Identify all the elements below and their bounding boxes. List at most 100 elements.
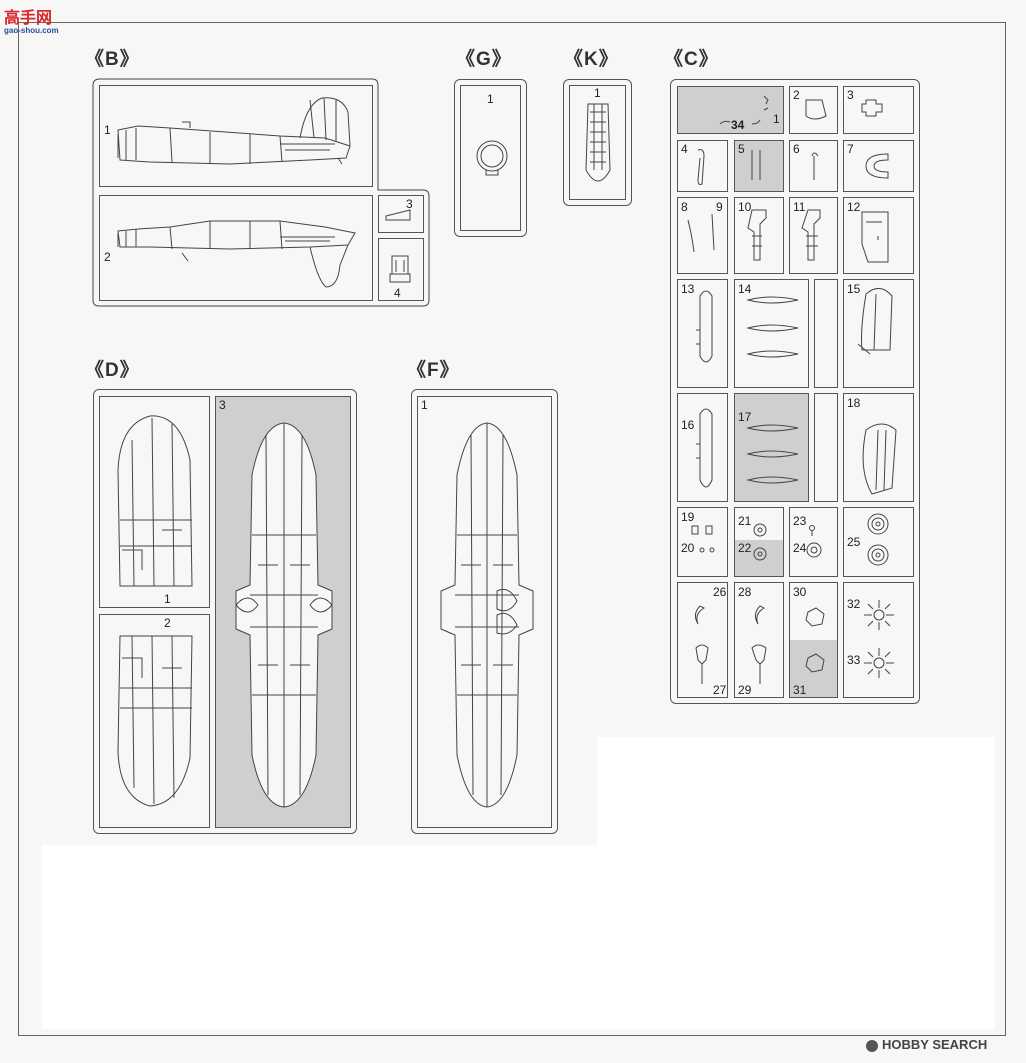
- part-c18-cell: [843, 393, 914, 502]
- page-border: [18, 22, 1006, 1036]
- part-c5-label: 5: [738, 142, 745, 156]
- part-c13-label: 13: [681, 282, 695, 296]
- part-c6-label: 6: [793, 142, 800, 156]
- part-c8-label: 8: [681, 200, 688, 214]
- blank-area-left: [42, 845, 602, 1029]
- part-c13-cell: [677, 279, 728, 388]
- fuselage-left-half-drawing: [117, 97, 351, 165]
- part-g1-cell: [460, 85, 521, 231]
- group-d-title: 《D》: [85, 360, 140, 381]
- part-c3-cell: [843, 86, 914, 134]
- part-b4-cell: [378, 238, 424, 301]
- group-k-title: 《K》: [564, 49, 619, 70]
- part-c29-label: 29: [738, 683, 752, 697]
- part-c21-label: 21: [738, 514, 752, 528]
- part-b2-cell: [99, 195, 373, 301]
- part-d2-label: 2: [164, 616, 171, 630]
- runner-f-frame: [411, 389, 558, 834]
- part-c30-label: 30: [793, 585, 807, 599]
- wing-lower-drawing: [235, 422, 333, 808]
- part-c14-label: 14: [738, 282, 752, 296]
- part-d1-label: 1: [164, 592, 171, 606]
- part-c33-label: 33: [847, 653, 861, 667]
- part-c2-cell: [789, 86, 838, 134]
- wing-upper-right-drawing: [117, 635, 193, 807]
- part-k1-drawing: [585, 103, 611, 182]
- part-c5-cell: [734, 140, 784, 192]
- part-b3-cell: [378, 195, 424, 233]
- part-c34-label: 34: [731, 118, 745, 132]
- blank-area-right: [597, 737, 995, 1029]
- part-c7-cell: [843, 140, 914, 192]
- part-c17-label: 17: [738, 410, 752, 424]
- runner-k-frame: [563, 79, 632, 206]
- part-c22-label: 22: [738, 541, 752, 555]
- part-g1-label: 1: [487, 92, 494, 106]
- part-c26-label: 26: [713, 585, 727, 599]
- part-c1-cell: [677, 86, 784, 134]
- part-b3-drawing: [385, 209, 411, 221]
- part-c31-label: 31: [793, 683, 807, 697]
- part-c2-label: 2: [793, 88, 800, 102]
- part-c24-label: 24: [793, 541, 807, 555]
- engine-c33-drawing: [864, 648, 894, 678]
- group-b-title: 《B》: [85, 49, 140, 70]
- part-b1-label: 1: [104, 123, 111, 137]
- part-c12-label: 12: [847, 200, 861, 214]
- part-b1-cell: [99, 85, 373, 187]
- part-c25-label: 25: [847, 535, 861, 549]
- part-c19-label: 19: [681, 510, 695, 524]
- part-c32-label: 32: [847, 597, 861, 611]
- part-b2-label: 2: [104, 250, 111, 264]
- part-c18-label: 18: [847, 396, 861, 410]
- part-c8-9-cell: [677, 197, 728, 274]
- part-g1-drawing: [476, 140, 508, 176]
- part-f1-label: 1: [421, 398, 428, 412]
- part-d3-label: 3: [219, 398, 226, 412]
- engine-c32-drawing: [864, 600, 894, 630]
- watermark-url: gao-shou.com: [4, 26, 59, 35]
- part-c10-label: 10: [738, 200, 752, 214]
- part-c17-cell: [734, 393, 809, 502]
- part-c27-label: 27: [713, 683, 727, 697]
- wing-upper-center-drawing: [440, 422, 534, 808]
- part-c22-gray: [735, 540, 783, 576]
- part-c19-20-cell: [677, 507, 728, 577]
- hobby-search-icon: [866, 1039, 878, 1052]
- spacer-cell-1: [814, 279, 838, 388]
- fuselage-right-half-drawing: [117, 220, 356, 288]
- watermark-logo: 高手网 gao-shou.com: [4, 4, 74, 40]
- part-c4-label: 4: [681, 142, 688, 156]
- part-c1-label: 1: [773, 112, 780, 126]
- part-c31-gray: [790, 640, 837, 697]
- part-b4-label: 4: [394, 286, 401, 300]
- hobby-search-watermark: HOBBY SEARCH: [866, 1037, 987, 1052]
- wing-upper-left-drawing: [117, 415, 193, 587]
- group-f-title: 《F》: [407, 360, 460, 381]
- part-c9-label: 9: [716, 200, 723, 214]
- part-c15-label: 15: [847, 282, 861, 296]
- part-c20-label: 20: [681, 541, 695, 555]
- part-c12-cell: [843, 197, 914, 274]
- part-c28-label: 28: [738, 585, 752, 599]
- spacer-cell-2: [814, 393, 838, 502]
- part-b3-label: 3: [406, 197, 413, 211]
- runner-g-frame: [454, 79, 527, 237]
- group-c-title: 《C》: [664, 49, 719, 70]
- part-c7-label: 7: [847, 142, 854, 156]
- part-c23-24-cell: [789, 507, 838, 577]
- part-c3-label: 3: [847, 88, 854, 102]
- runner-d-frame: [93, 389, 357, 834]
- group-g-title: 《G》: [456, 49, 512, 70]
- part-c16-label: 16: [681, 418, 695, 432]
- part-c28-29-cell: [734, 582, 784, 698]
- part-k1-label: 1: [594, 86, 601, 100]
- runner-c-frame: [670, 79, 920, 704]
- part-c15-cell: [843, 279, 914, 388]
- watermark-brand: 高手网: [4, 10, 53, 27]
- part-c11-label: 11: [793, 200, 806, 214]
- part-b4-drawing: [389, 255, 411, 283]
- part-c23-label: 23: [793, 514, 807, 528]
